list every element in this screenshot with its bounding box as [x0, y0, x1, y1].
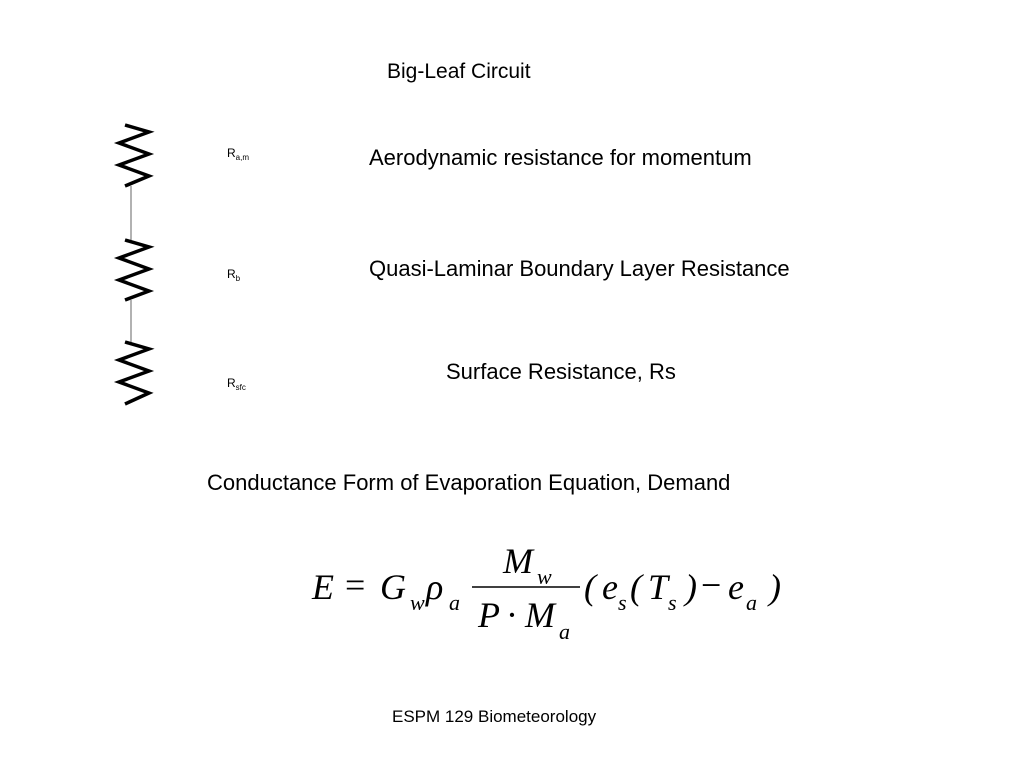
eq-denominator-m: M	[525, 595, 555, 635]
eq-e-a-sub: a	[746, 590, 757, 615]
eq-g-sub: w	[410, 590, 425, 615]
resistor-label-b: Rb	[227, 267, 241, 283]
eq-inner-close-paren: )	[685, 567, 697, 607]
resistor-b	[113, 238, 155, 302]
eq-equals: =	[345, 565, 366, 605]
evaporation-equation: E = G w ρ a M w P · M a ( e s ( T s ) − …	[312, 540, 792, 644]
resistor-a-m	[113, 123, 155, 188]
resistor-label-sfc: Rsfc	[227, 376, 246, 392]
eq-g: G	[380, 567, 406, 607]
eq-rho: ρ	[426, 567, 444, 607]
resistor-sfc	[113, 340, 155, 406]
equation-heading: Conductance Form of Evaporation Equation…	[207, 470, 731, 495]
eq-denominator-p: P	[478, 595, 500, 635]
eq-e-s-sub: s	[618, 590, 627, 615]
eq-open-paren: (	[584, 567, 596, 607]
footer-course-label: ESPM 129 Biometeorology	[392, 707, 597, 726]
eq-denominator-dot: ·	[506, 595, 518, 635]
diagram-title: Big-Leaf Circuit	[387, 60, 531, 83]
eq-minus: −	[701, 565, 722, 605]
resistor-description-b: Quasi-Laminar Boundary Layer Resistance	[369, 256, 790, 281]
eq-t-sub: s	[668, 590, 677, 615]
eq-fraction-bar	[472, 586, 580, 588]
eq-lhs: E	[312, 567, 334, 607]
resistor-label-a-m: Ra,m	[227, 146, 250, 162]
eq-inner-open-paren: (	[630, 567, 642, 607]
eq-numerator: M	[503, 541, 533, 581]
eq-close-paren: )	[769, 567, 781, 607]
resistor-description-a-m: Aerodynamic resistance for momentum	[369, 145, 752, 170]
eq-rho-sub: a	[449, 590, 460, 615]
eq-numerator-sub: w	[537, 564, 552, 589]
eq-e-a: e	[728, 567, 744, 607]
resistor-description-sfc: Surface Resistance, Rs	[446, 359, 676, 384]
eq-denominator-sub: a	[559, 619, 570, 644]
eq-t: T	[648, 567, 669, 607]
eq-e-s: e	[602, 567, 618, 607]
